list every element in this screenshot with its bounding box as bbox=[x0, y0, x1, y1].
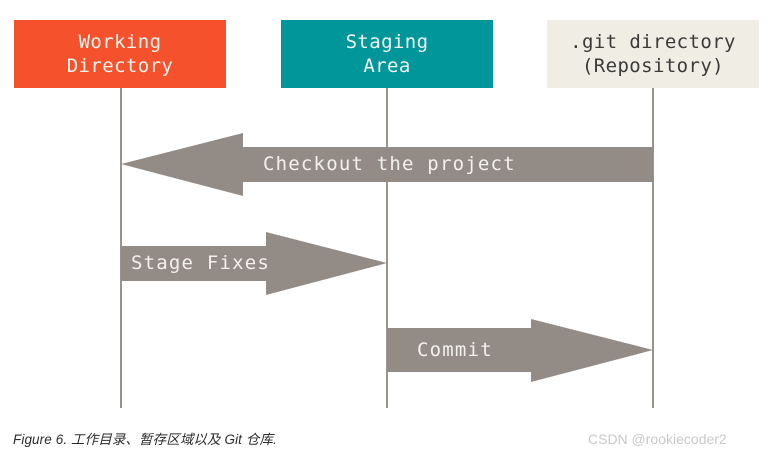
node-working-directory-line2: Directory bbox=[66, 55, 174, 77]
stage-fixes-arrow bbox=[121, 232, 387, 295]
node-staging-area-line1: Staging bbox=[345, 31, 429, 53]
stage-fixes-arrow-label: Stage Fixes bbox=[131, 252, 271, 274]
node-git-directory-line1: .git directory bbox=[570, 31, 736, 53]
node-working-directory-line1: Working bbox=[78, 31, 162, 53]
csdn-watermark: CSDN @rookiecoder2 bbox=[588, 431, 727, 447]
commit-arrow-label: Commit bbox=[417, 339, 493, 361]
checkout-arrow bbox=[121, 133, 653, 196]
commit-arrow bbox=[387, 319, 653, 382]
node-staging-area[interactable]: Staging Area bbox=[281, 20, 493, 88]
node-git-directory-line2: (Repository) bbox=[581, 55, 725, 77]
node-working-directory[interactable]: Working Directory bbox=[14, 20, 226, 88]
figure-caption: Figure 6. 工作目录、暂存区域以及 Git 仓库. bbox=[13, 432, 277, 447]
node-git-directory[interactable]: .git directory (Repository) bbox=[547, 20, 759, 88]
node-staging-area-line2: Area bbox=[363, 55, 411, 77]
checkout-arrow-label: Checkout the project bbox=[263, 153, 516, 175]
